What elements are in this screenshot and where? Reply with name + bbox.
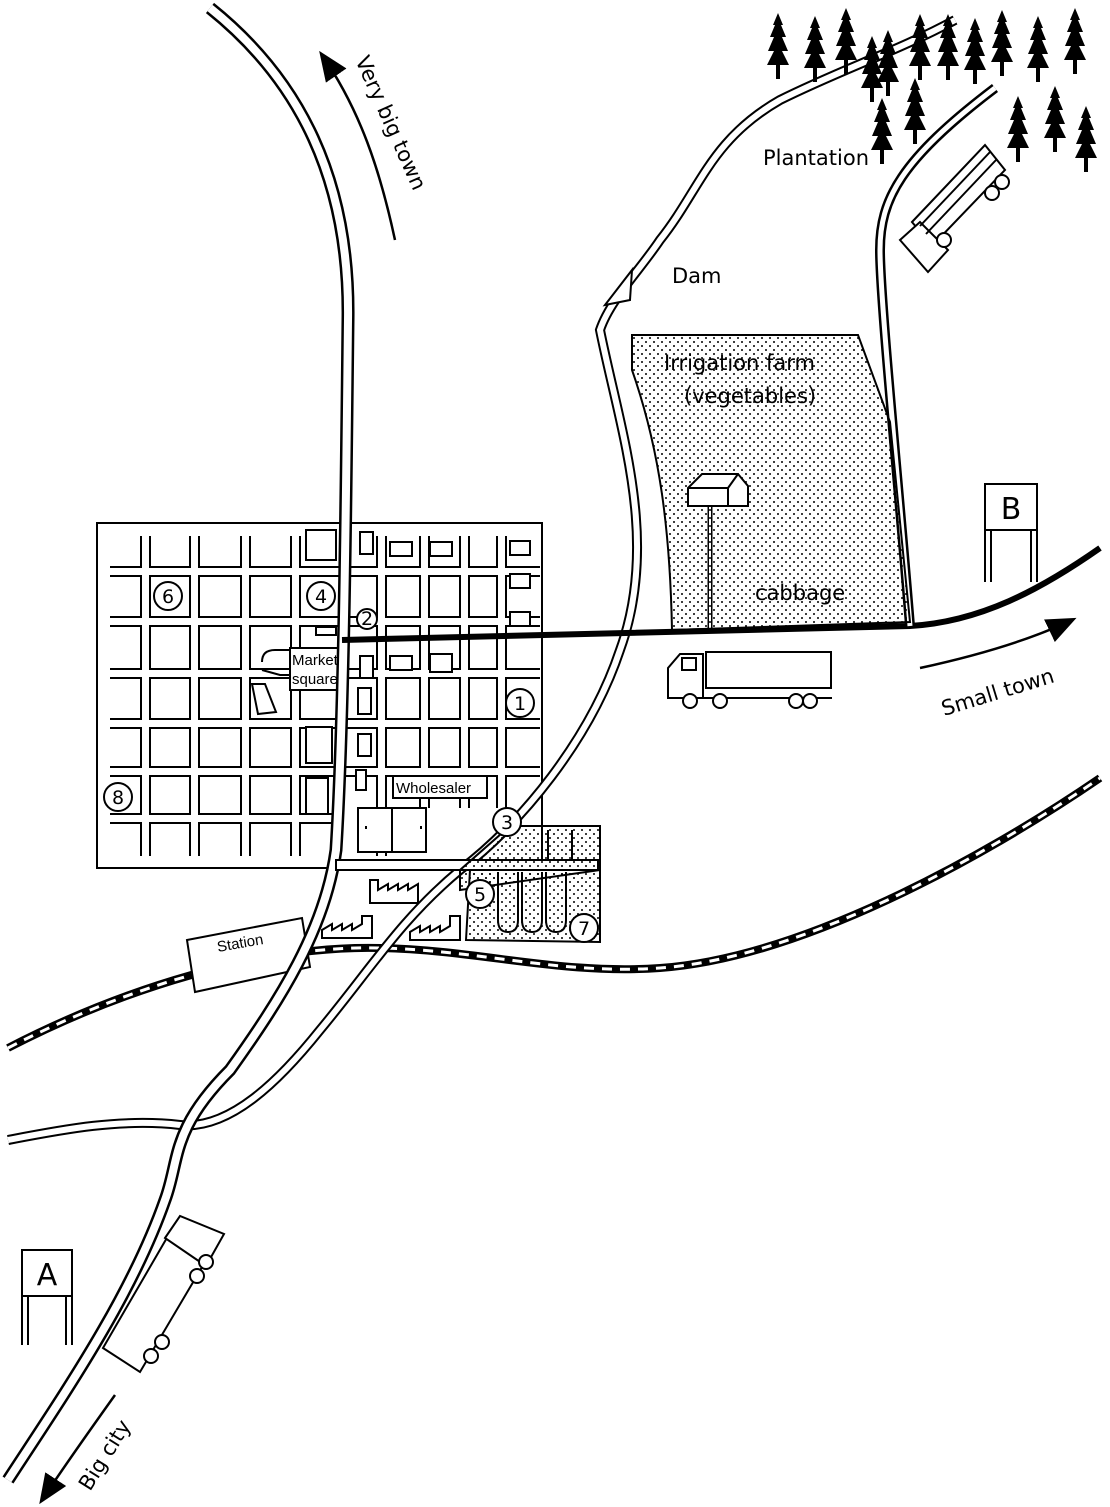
marker-6: 6 bbox=[153, 581, 183, 611]
irrigation-farm-label-line2: (vegetables) bbox=[684, 384, 816, 408]
numbered-markers: 1 2 3 4 5 6 7 8 bbox=[103, 581, 599, 943]
plantation-road bbox=[874, 84, 999, 627]
market-square-label-line1: Market bbox=[292, 652, 339, 669]
irrigation-farm: Irrigation farm (vegetables) cabbage bbox=[631, 334, 912, 632]
market-square-label-line2: square bbox=[292, 671, 338, 688]
vegetable-plots bbox=[459, 825, 601, 944]
sign-a-label: A bbox=[37, 1258, 58, 1293]
irrigation-farm-label-line1: Irrigation farm bbox=[664, 351, 815, 375]
marker-7: 7 bbox=[569, 913, 599, 943]
delivery-truck-icon bbox=[667, 651, 832, 709]
svg-text:8: 8 bbox=[112, 787, 124, 809]
svg-text:3: 3 bbox=[501, 812, 513, 834]
marker-2: 2 bbox=[356, 608, 378, 630]
small-town-direction: Small town bbox=[919, 617, 1077, 721]
station: Station bbox=[185, 916, 312, 994]
factory-icons bbox=[321, 879, 461, 941]
town-grid bbox=[96, 522, 543, 869]
small-town-label: Small town bbox=[938, 664, 1057, 721]
svg-text:2: 2 bbox=[361, 608, 373, 630]
log-truck-icon bbox=[898, 143, 1010, 274]
plantation-label: Plantation bbox=[763, 146, 869, 170]
city-truck-icon bbox=[101, 1214, 226, 1374]
sign-b-label: B bbox=[1001, 492, 1022, 527]
big-city-label: Big city bbox=[74, 1416, 136, 1495]
main-road bbox=[2, 2, 355, 1484]
cabbage-label: cabbage bbox=[755, 581, 845, 605]
svg-text:1: 1 bbox=[514, 693, 526, 715]
wholesaler-label: Wholesaler bbox=[396, 780, 471, 797]
svg-text:6: 6 bbox=[162, 586, 174, 608]
marker-5: 5 bbox=[465, 879, 495, 909]
farmhouse-icon bbox=[687, 473, 749, 507]
railway bbox=[6, 774, 1103, 1052]
market-square: Market square bbox=[292, 652, 339, 688]
dam-label: Dam bbox=[672, 264, 722, 288]
sign-a: A bbox=[21, 1249, 73, 1345]
marker-3: 3 bbox=[492, 807, 522, 837]
marker-8: 8 bbox=[103, 782, 133, 812]
svg-text:5: 5 bbox=[474, 884, 486, 906]
sign-b: B bbox=[984, 483, 1038, 582]
very-big-town-label: Very big town bbox=[350, 52, 431, 193]
marker-1: 1 bbox=[505, 688, 535, 718]
marker-4: 4 bbox=[306, 581, 336, 611]
river bbox=[7, 15, 958, 1145]
svg-text:4: 4 bbox=[315, 586, 327, 608]
svg-text:7: 7 bbox=[578, 918, 590, 940]
wholesaler: Wholesaler bbox=[392, 775, 488, 799]
